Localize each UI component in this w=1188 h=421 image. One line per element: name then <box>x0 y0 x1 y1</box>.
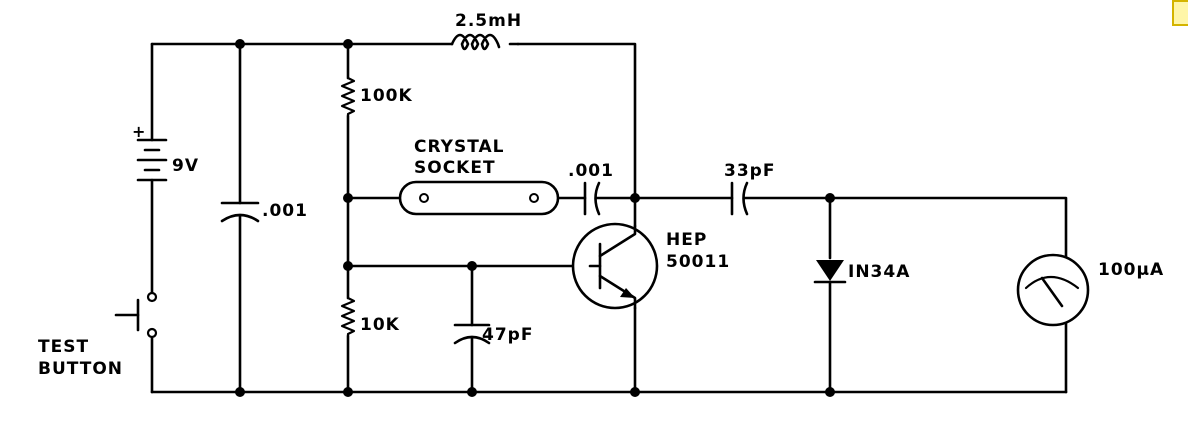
crystal-pin <box>529 193 539 203</box>
capacitor-47pf: 47pF <box>453 323 533 345</box>
junction-dot <box>343 387 353 397</box>
junction-dot <box>343 261 353 271</box>
button-label-line2: BUTTON <box>38 359 123 379</box>
button-label-line1: TEST <box>38 337 89 357</box>
emitter-arrow <box>620 288 635 298</box>
resistor-zigzag <box>340 296 356 338</box>
junction-dot <box>825 193 835 203</box>
inductor-2-5mh: 2.5mH <box>450 11 522 51</box>
junction-dot <box>235 387 245 397</box>
battery-9v: + 9V <box>132 122 199 182</box>
junction-dot <box>630 387 640 397</box>
inductor-coil <box>450 33 520 51</box>
capacitor-33pf: 33pF <box>724 161 775 216</box>
crystal-label-line2: SOCKET <box>414 158 496 178</box>
junction-dot <box>343 193 353 203</box>
junction-dot <box>825 387 835 397</box>
battery-label: 9V <box>172 156 199 176</box>
capacitor-001-mid: .001 <box>568 161 614 216</box>
corner-badge <box>1172 0 1188 26</box>
r10k-label: 10K <box>360 315 400 335</box>
crystal-socket: CRYSTAL SOCKET <box>398 137 560 216</box>
junction-dot <box>235 39 245 49</box>
junctions <box>235 39 835 397</box>
cap-47pf-label: 47pF <box>482 325 533 345</box>
meter-needle <box>1040 276 1064 308</box>
junction-dot <box>467 261 477 271</box>
capacitor-001-left: .001 <box>220 201 308 223</box>
crystal-pin <box>419 193 429 203</box>
cap-mid-label: .001 <box>568 161 614 181</box>
cap-plate-curved <box>453 335 491 345</box>
diode-triangle <box>816 260 844 281</box>
junction-dot <box>343 39 353 49</box>
resistor-10k: 10K <box>340 296 400 338</box>
meter-scale-arc <box>1024 275 1080 290</box>
junction-dot <box>630 193 640 203</box>
meter-100ua: 100μA <box>1016 253 1164 327</box>
crystal-socket-body <box>398 180 560 216</box>
transistor-label-line1: HEP <box>666 230 707 250</box>
cap-plate-curved <box>742 181 749 216</box>
transistor-hep-50011: HEP 50011 <box>571 222 730 310</box>
meter-body <box>1016 253 1090 327</box>
resistor-100k: 100K <box>340 76 413 118</box>
cap-plate-curved <box>594 181 601 216</box>
button-contact <box>146 291 158 303</box>
battery-plus-sign: + <box>132 122 146 141</box>
test-button: TEST BUTTON <box>38 291 158 379</box>
transistor-label-line2: 50011 <box>666 252 730 272</box>
resistor-zigzag <box>340 76 356 118</box>
cap-left-label: .001 <box>262 201 308 221</box>
meter-label: 100μA <box>1098 260 1164 280</box>
output-wire <box>743 196 1068 260</box>
junction-dot <box>467 387 477 397</box>
crystal-label-line1: CRYSTAL <box>414 137 504 157</box>
inductor-label: 2.5mH <box>455 11 522 31</box>
transistor-body <box>571 222 659 310</box>
cap-plate-curved <box>220 213 260 223</box>
diode-label: IN34A <box>848 262 910 282</box>
top-rail-right <box>516 42 637 228</box>
r100k-label: 100K <box>360 86 413 106</box>
cap-33pf-label: 33pF <box>724 161 775 181</box>
diode-in34a: IN34A <box>813 260 910 284</box>
transistor-collector <box>598 224 637 258</box>
button-contact <box>146 327 158 339</box>
